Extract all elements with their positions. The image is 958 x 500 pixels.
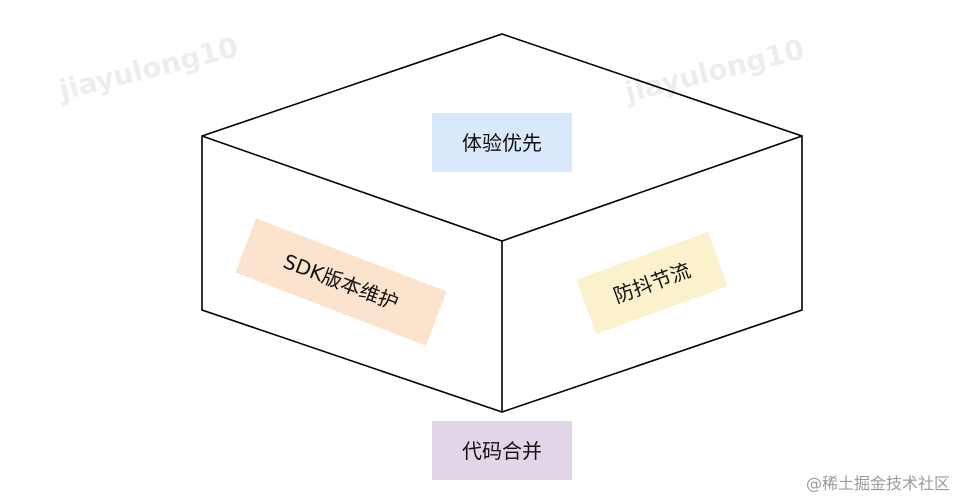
label-bottom-text: 代码合并 [462,439,542,463]
label-left: SDK版本维护 [235,218,447,346]
label-top: 体验优先 [432,113,572,172]
label-right: 防抖节流 [576,231,728,335]
label-top-bg [432,113,572,172]
label-right-bg [576,231,728,335]
source-credit: @稀土掘金技术社区 [806,474,950,493]
box-outline [201,33,803,413]
label-left-bg [235,218,447,346]
watermark-right: jiayulong10 [621,32,808,109]
label-top-text: 体验优先 [462,131,542,155]
isometric-box [201,33,803,413]
watermark-left: jiayulong10 [55,30,242,107]
label-bottom: 代码合并 [432,421,572,480]
label-bottom-bg [432,421,572,480]
